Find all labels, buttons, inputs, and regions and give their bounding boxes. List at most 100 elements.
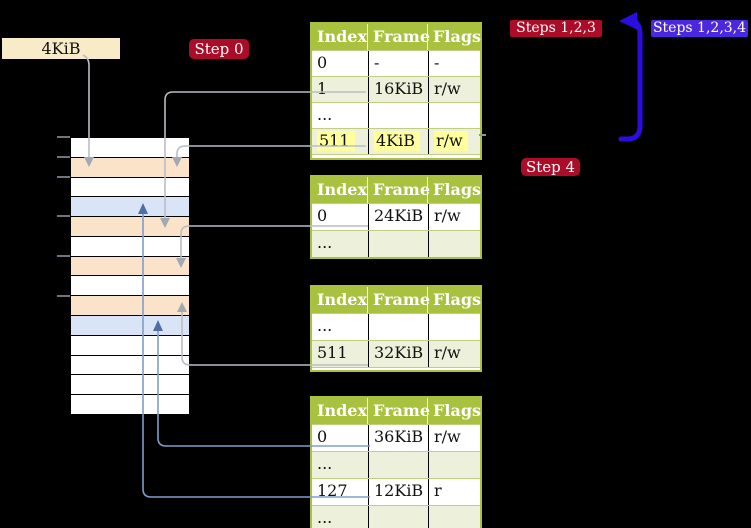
col-header-frame: Frame (367, 287, 430, 313)
page-table-4: Index Frame Flags 0 36KiB r/w ... 127 12… (310, 396, 482, 528)
cell-flags: r (428, 479, 480, 505)
cell-index: 127 (317, 481, 348, 500)
cell-index: ... (317, 316, 333, 335)
col-header-flags: Flags (427, 24, 481, 50)
cell-flags (428, 452, 480, 478)
table-row: 127 12KiB r (312, 478, 480, 505)
cell-flags: r/w (428, 77, 480, 102)
cell-frame: 16KiB (368, 77, 428, 102)
table-row-highlighted: 511 4KiB r/w (312, 128, 480, 154)
table-row: 0 36KiB r/w (312, 424, 480, 451)
memory-frame-row-1 (71, 138, 189, 157)
table-cut-row (312, 154, 480, 158)
memory-tick (57, 215, 70, 217)
arrowhead-left (619, 12, 638, 30)
cell-frame (368, 103, 428, 128)
table-row: 0 - - (312, 50, 480, 76)
table-header-row: Index Frame Flags (312, 398, 481, 424)
memory-frame-row-12 (71, 354, 189, 375)
memory-frame-row-2 (71, 156, 189, 177)
table-row: ... (312, 230, 480, 257)
badge-step0: Step 0 (189, 39, 249, 59)
col-header-flags: Flags (427, 177, 481, 203)
memory-tick (57, 176, 70, 178)
cell-index: ... (317, 105, 333, 124)
cell-frame (368, 314, 428, 340)
table-row: ... (312, 451, 480, 478)
cell-flags (428, 103, 480, 128)
cell-index: 0 (317, 53, 328, 72)
col-header-frame: Frame (367, 398, 430, 424)
col-header-index: Index (317, 180, 368, 199)
cell-flags: r/w (428, 425, 480, 451)
cell-flags: - (428, 51, 480, 76)
cell-flags (428, 506, 480, 528)
loop-arrow-steps1234 (618, 19, 643, 142)
memory-tick (57, 295, 70, 297)
memory-tick (57, 255, 70, 257)
col-header-index: Index (317, 401, 368, 420)
col-header-index: Index (317, 290, 368, 309)
table-row: ... (312, 505, 480, 528)
cell-flags (428, 314, 480, 340)
cell-frame: 32KiB (368, 341, 428, 367)
cell-index: ... (317, 454, 333, 473)
cell-index: 0 (317, 206, 328, 225)
col-header-flags: Flags (427, 287, 481, 313)
cell-flags: r/w (428, 129, 480, 154)
table-cut-row (312, 367, 480, 370)
cell-frame (368, 506, 428, 528)
cell-flags: r/w (428, 341, 480, 367)
table-row: ... (312, 102, 480, 128)
memory-tick (57, 136, 70, 138)
cell-index: 511 (312, 129, 368, 154)
highlight: r/w (434, 131, 468, 151)
memory-frame-row-14 (71, 394, 189, 414)
cell-frame (368, 452, 428, 478)
page-table-1: Index Frame Flags 0 - - 1 16KiB r/w ... … (310, 22, 482, 160)
badge-steps1234: Steps 1,2,3,4 (651, 20, 748, 37)
col-header-index: Index (317, 27, 368, 46)
cell-index: 0 (317, 427, 328, 446)
physical-memory-strip (70, 137, 190, 415)
table-header-row: Index Frame Flags (312, 287, 481, 313)
table-row: ... (312, 313, 480, 340)
page-table-2: Index Frame Flags 0 24KiB r/w ... (310, 175, 482, 259)
memory-frame-row-6 (71, 235, 189, 256)
cell-frame: 4KiB (368, 129, 428, 154)
memory-frame-row-11 (71, 334, 189, 355)
memory-frame-row-10 (71, 315, 189, 335)
cell-index: ... (317, 233, 333, 252)
memory-tick (57, 156, 70, 158)
memory-frame-row-3 (71, 176, 189, 197)
table-header-row: Index Frame Flags (312, 177, 481, 203)
col-header-flags: Flags (427, 398, 481, 424)
page-table-3: Index Frame Flags ... 511 32KiB r/w (310, 285, 482, 372)
cell-index: 1 (317, 79, 328, 98)
col-header-frame: Frame (367, 24, 430, 50)
cell-flags: r/w (428, 204, 480, 230)
table-row: 1 16KiB r/w (312, 76, 480, 102)
table-row: 0 24KiB r/w (312, 203, 480, 230)
cell-index: 511 (317, 343, 348, 362)
badge-step4: Step 4 (521, 158, 580, 176)
memory-frame-row-8 (71, 275, 189, 296)
memory-frame-row-5 (71, 216, 189, 236)
cell-frame: - (368, 51, 428, 76)
cell-frame: 36KiB (368, 425, 428, 451)
cell-frame (368, 231, 428, 257)
memory-size-label: 4KiB (41, 39, 81, 58)
memory-frame-row-4 (71, 196, 189, 217)
badge-steps123: Steps 1,2,3 (510, 20, 602, 37)
memory-frame-row-7 (71, 255, 189, 276)
cell-index: ... (317, 508, 333, 527)
memory-size-label-box: 4KiB (2, 38, 120, 59)
table-header-row: Index Frame Flags (312, 24, 481, 50)
memory-frame-row-13 (71, 374, 189, 395)
cell-frame: 24KiB (368, 204, 428, 230)
col-header-frame: Frame (367, 177, 430, 203)
highlight: 511 (317, 131, 355, 151)
highlight: 4KiB (374, 131, 421, 151)
memory-frame-row-9 (71, 295, 189, 316)
